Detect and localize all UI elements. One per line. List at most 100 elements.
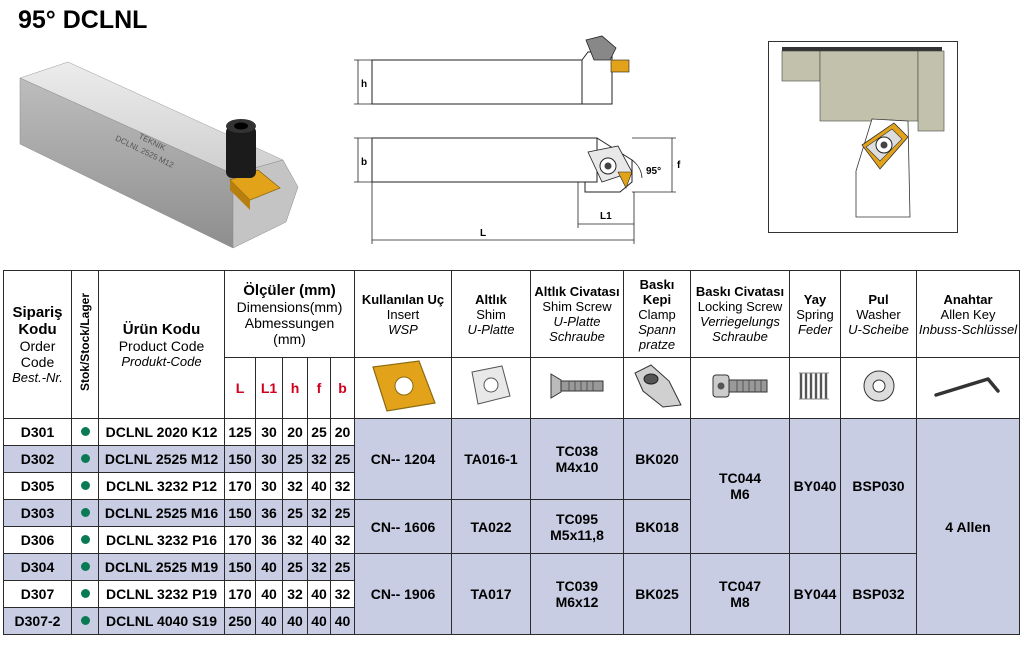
dimension-value: 170 (224, 526, 256, 554)
dimension-value: 32 (307, 445, 331, 473)
dimension-value: 25 (282, 499, 308, 527)
locking-screw-image (690, 357, 790, 419)
allen-key-icon (934, 376, 1000, 397)
shim-icon (471, 364, 511, 405)
insert-value: CN-- 1204 (354, 418, 452, 500)
stock-indicator (71, 445, 99, 473)
clamp-value: BK025 (623, 553, 691, 635)
stock-indicator (71, 607, 99, 635)
stock-indicator (71, 553, 99, 581)
in-stock-dot-icon (80, 616, 90, 625)
stock-indicator (71, 580, 99, 608)
tool-holder-photo: TEKNIK DCLNL 2525 M12 (19, 61, 299, 249)
dimension-value: 25 (282, 553, 308, 581)
product-spec-table: Sipariş Kodu Order Code Best.-Nr. Stok/S… (3, 270, 1020, 635)
dim-col-h: h (282, 357, 308, 419)
washer-value: BSP032 (840, 553, 917, 635)
dimension-value: 170 (224, 472, 256, 500)
dimension-value: 32 (330, 580, 355, 608)
dim-label-l1: L1 (600, 211, 612, 222)
group-value-line: M5x11,8 (550, 526, 604, 543)
product-code: DCLNL 4040 S19 (98, 607, 225, 635)
product-code: DCLNL 3232 P12 (98, 472, 225, 500)
dimension-value: 30 (255, 418, 283, 446)
dim-label-l: L (480, 228, 486, 239)
dimension-value: 40 (282, 607, 308, 635)
group-value-line: TC095 (555, 510, 599, 527)
in-stock-dot-icon (80, 562, 90, 571)
dim-col-b: b (330, 357, 355, 419)
dimension-value: 30 (255, 445, 283, 473)
dimension-value: 250 (224, 607, 256, 635)
in-stock-dot-icon (80, 454, 90, 463)
clamp-image (623, 357, 691, 419)
machining-detail-view (768, 41, 958, 233)
clamp-icon (634, 363, 682, 408)
header-dimensions: Ölçüler (mm) Dimensions(mm) Abmessungen … (224, 270, 355, 358)
dimension-value: 40 (255, 580, 283, 608)
insert-image (354, 357, 452, 419)
shim-value: TA017 (451, 553, 531, 635)
dimension-value: 20 (330, 418, 355, 446)
order-code: D302 (3, 445, 72, 473)
dim-col-l1: L1 (255, 357, 283, 419)
dimension-value: 36 (255, 526, 283, 554)
page-title: 95° DCLNL (18, 6, 148, 34)
dimension-value: 25 (330, 445, 355, 473)
shim-value: TA022 (451, 499, 531, 554)
in-stock-dot-icon (80, 508, 90, 517)
dimension-value: 32 (307, 499, 331, 527)
in-stock-dot-icon (80, 427, 90, 436)
group-value-line: M4x10 (555, 459, 599, 475)
order-code: D304 (3, 553, 72, 581)
dimension-value: 150 (224, 499, 256, 527)
technical-drawing: h b f L1 L 95° (354, 35, 681, 244)
dimension-value: 150 (224, 553, 256, 581)
dimension-value: 40 (307, 526, 331, 554)
countersunk-screw-icon (550, 372, 604, 399)
insert-icon (372, 359, 436, 412)
washer-icon (863, 370, 894, 401)
in-stock-dot-icon (80, 589, 90, 598)
stock-indicator (71, 526, 99, 554)
washer-image (840, 357, 917, 419)
stock-indicator (71, 472, 99, 500)
dimension-value: 40 (307, 580, 331, 608)
shim-screw-image (530, 357, 624, 419)
dimension-value: 150 (224, 445, 256, 473)
order-code: D307-2 (3, 607, 72, 635)
dimension-value: 25 (282, 445, 308, 473)
locking-screw-icon (712, 374, 768, 397)
allen-key-value: 4 Allen (916, 418, 1020, 635)
group-value-line: M6 (730, 486, 750, 502)
dim-label-b: b (361, 157, 367, 168)
product-code: DCLNL 2020 K12 (98, 418, 225, 446)
shim-image (451, 357, 531, 419)
order-code: D307 (3, 580, 72, 608)
group-value-line: M6x12 (555, 594, 599, 610)
product-code: DCLNL 2525 M19 (98, 553, 225, 581)
allen-key-image (916, 357, 1020, 419)
group-value-line: TC044 (718, 470, 762, 486)
dim-label-f: f (677, 160, 681, 171)
product-code: DCLNL 2525 M16 (98, 499, 225, 527)
dimension-value: 32 (282, 580, 308, 608)
shim-value: TA016-1 (451, 418, 531, 500)
dim-label-angle: 95° (646, 166, 661, 177)
header-product-code: Ürün Kodu Product Code Produkt-Code (98, 270, 225, 419)
dimension-value: 20 (282, 418, 308, 446)
dimension-value: 25 (307, 418, 331, 446)
in-stock-dot-icon (80, 481, 90, 490)
